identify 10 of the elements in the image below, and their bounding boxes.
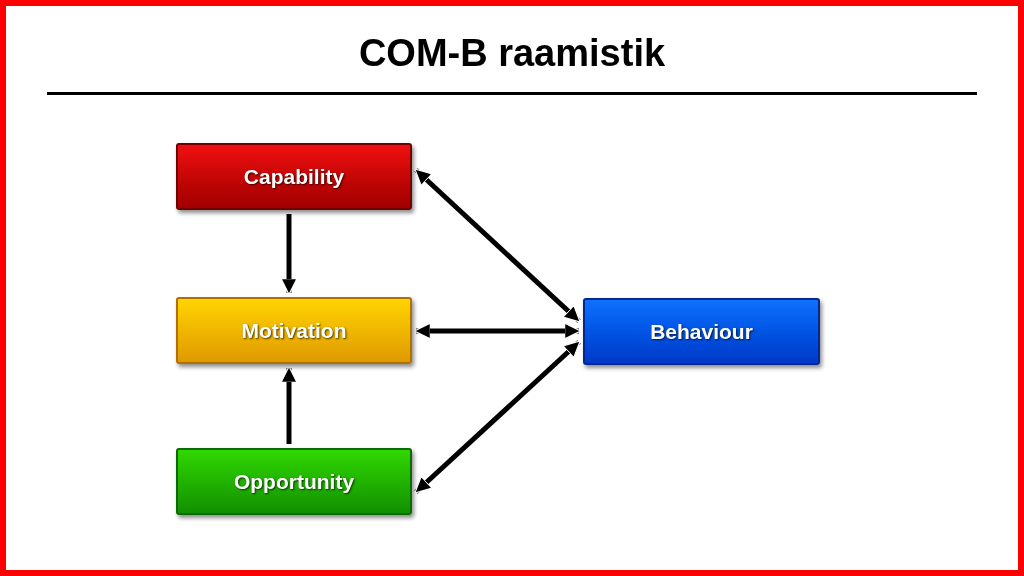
title: COM-B raamistik xyxy=(357,31,667,76)
process-box: Capability xyxy=(176,143,412,210)
arrow xyxy=(414,340,581,494)
process-box: Behaviour xyxy=(583,298,820,365)
arrow xyxy=(414,168,581,323)
process-box: Opportunity xyxy=(176,448,412,515)
arrow xyxy=(280,214,298,296)
arrow xyxy=(280,365,298,444)
process-box: Motivation xyxy=(176,297,412,364)
arrow xyxy=(413,322,582,340)
